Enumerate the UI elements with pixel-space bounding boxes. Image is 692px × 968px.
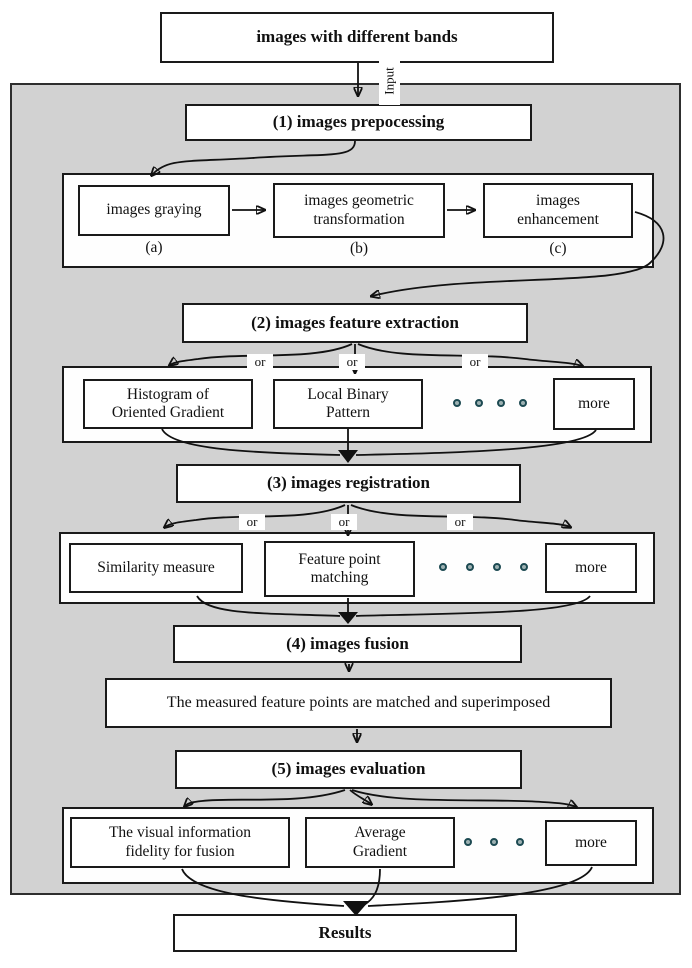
or-label: or: [331, 514, 357, 530]
hog-label: Histogram of Oriented Gradient: [111, 385, 225, 421]
box-images-with-different-bands: images with different bands: [160, 12, 554, 63]
graying-label: images graying: [106, 201, 202, 219]
lbp-label: Local Binary Pattern: [307, 385, 389, 421]
feature-more-label: more: [578, 394, 610, 412]
vif-label: The visual information fidelity for fusi…: [108, 824, 252, 860]
box-results: Results: [173, 914, 517, 952]
registration-more-label: more: [575, 558, 607, 576]
or-label: or: [339, 354, 365, 370]
box-feature-more: more: [553, 378, 635, 430]
step2-label: (2) images feature extraction: [251, 312, 459, 332]
ellipsis-dot: [475, 399, 483, 407]
or-label: or: [247, 354, 273, 370]
ellipsis-dot: [490, 838, 498, 846]
caption-a: (a): [145, 239, 163, 256]
input-label-text: Input: [381, 67, 397, 95]
box-step2-feature-extraction: (2) images feature extraction: [182, 303, 528, 343]
results-label: Results: [318, 922, 372, 942]
or-label: or: [462, 354, 488, 370]
box-feature-point-matching: Feature point matching: [264, 541, 415, 597]
box-average-gradient: Average Gradient: [305, 817, 455, 868]
ellipsis-dot: [453, 399, 461, 407]
box-label: images with different bands: [256, 27, 458, 47]
ellipsis-dot: [497, 399, 505, 407]
caption-c: (c): [549, 240, 567, 257]
similarity-label: Similarity measure: [97, 558, 215, 576]
box-step3-registration: (3) images registration: [176, 464, 521, 503]
enhancement-label: images enhancement: [517, 192, 599, 228]
box-images-enhancement: images enhancement: [483, 183, 633, 238]
step3-label: (3) images registration: [266, 473, 431, 493]
ellipsis-dot: [520, 563, 528, 571]
box-geometric-transformation: images geometric transformation: [273, 183, 445, 238]
ellipsis-dot: [519, 399, 527, 407]
box-local-binary-pattern: Local Binary Pattern: [273, 379, 423, 429]
ellipsis-dot: [466, 563, 474, 571]
box-histogram-oriented-gradient: Histogram of Oriented Gradient: [83, 379, 253, 429]
step5-label: (5) images evaluation: [271, 759, 426, 779]
box-evaluation-more: more: [545, 820, 637, 866]
ellipsis-dot: [493, 563, 501, 571]
or-label: or: [447, 514, 473, 530]
input-arrow-label: Input: [379, 57, 400, 105]
avg-gradient-label: Average Gradient: [352, 824, 408, 860]
step4-label: (4) images fusion: [286, 633, 409, 653]
box-similarity-measure: Similarity measure: [69, 543, 243, 593]
ellipsis-dot: [439, 563, 447, 571]
ellipsis-dot: [464, 838, 472, 846]
step1-label: (1) images prepocessing: [272, 112, 445, 132]
fpm-label: Feature point matching: [298, 550, 381, 586]
box-step4-fusion: (4) images fusion: [173, 625, 522, 663]
box-step5-evaluation: (5) images evaluation: [175, 750, 522, 789]
evaluation-more-label: more: [575, 833, 607, 851]
box-step1-preprocessing: (1) images prepocessing: [185, 104, 532, 141]
fusion-note-label: The measured feature points are matched …: [166, 693, 551, 711]
geometric-label: images geometric transformation: [304, 192, 414, 228]
box-fusion-note: The measured feature points are matched …: [105, 678, 612, 728]
caption-b: (b): [349, 240, 369, 257]
box-images-graying: images graying: [78, 185, 230, 236]
ellipsis-dot: [516, 838, 524, 846]
box-registration-more: more: [545, 543, 637, 593]
or-label: or: [239, 514, 265, 530]
box-visual-information-fidelity: The visual information fidelity for fusi…: [70, 817, 290, 868]
